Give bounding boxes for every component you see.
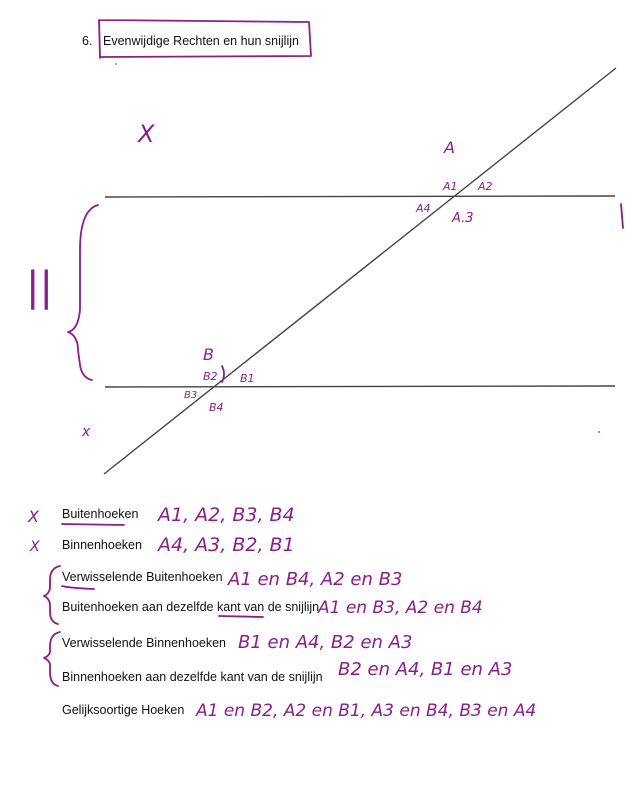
angle-A3: A.3	[451, 211, 474, 226]
row-4-underline	[218, 615, 264, 618]
point-A-label: A	[443, 138, 455, 157]
ink-dot-right	[598, 431, 600, 433]
heading-title: Evenwijdige Rechten en hun snijlijn	[103, 34, 299, 48]
row-2-mark: X	[29, 539, 40, 555]
point-B-label: B	[203, 345, 214, 364]
row-2-answer: A4, A3, B2, B1	[156, 534, 295, 556]
row-2-label: Binnenhoeken	[62, 538, 142, 552]
row-3-label: Verwisselende Buitenhoeken	[62, 570, 223, 584]
angle-B3: B3	[184, 390, 197, 401]
row-1-underline	[61, 523, 125, 526]
angle-B4: B4	[209, 401, 224, 414]
row-6-answer: B2 en A4, B1 en A3	[338, 659, 512, 680]
angle-A1: A1	[442, 180, 458, 193]
angle-B1: B1	[240, 372, 255, 385]
row-7-label: Gelijksoortige Hoeken	[62, 703, 184, 717]
row-1-answer: A1, A2, B3, B4	[156, 504, 295, 526]
row-1-label: Buitenhoeken	[62, 507, 139, 521]
transversal-line	[103, 67, 617, 475]
parallel-line-bottom	[104, 385, 616, 388]
row-5-label: Verwisselende Binnenhoeken	[62, 636, 226, 650]
label-X-top: X	[136, 120, 155, 148]
row-7-answer: A1 en B2, A2 en B1, A3 en B4, B3 en A4	[195, 701, 536, 721]
brace-binnenhoeken	[43, 631, 61, 687]
ink-dot	[115, 63, 117, 65]
angle-B-arc	[221, 365, 225, 383]
heading-box	[98, 19, 312, 59]
figure-right-tick	[620, 203, 624, 229]
row-1-mark: X	[27, 507, 40, 526]
angle-A2: A2	[477, 180, 493, 193]
figure-left-brace	[67, 204, 99, 381]
brace-buitenhoeken	[43, 565, 61, 625]
row-3-answer: A1 en B4, A2 en B3	[227, 569, 402, 590]
label-x-bottom: x	[81, 424, 91, 440]
row-4-label: Buitenhoeken aan dezelfde kant van de sn…	[62, 600, 319, 614]
heading-number: 6.	[82, 34, 93, 48]
angle-B2: B2	[203, 370, 218, 383]
definitions-list: X Buitenhoeken A1, A2, B3, B4 X Binnenho…	[27, 504, 536, 721]
row-4-answer: A1 en B3, A2 en B4	[317, 598, 483, 618]
angle-A4: A4	[415, 202, 431, 215]
row-3-underline	[61, 585, 95, 590]
row-6-label: Binnenhoeken aan dezelfde kant van de sn…	[62, 670, 323, 684]
parallel-line-top	[104, 195, 616, 198]
parallel-mark: ||	[26, 264, 53, 310]
row-5-answer: B1 en A4, B2 en A3	[238, 632, 412, 653]
